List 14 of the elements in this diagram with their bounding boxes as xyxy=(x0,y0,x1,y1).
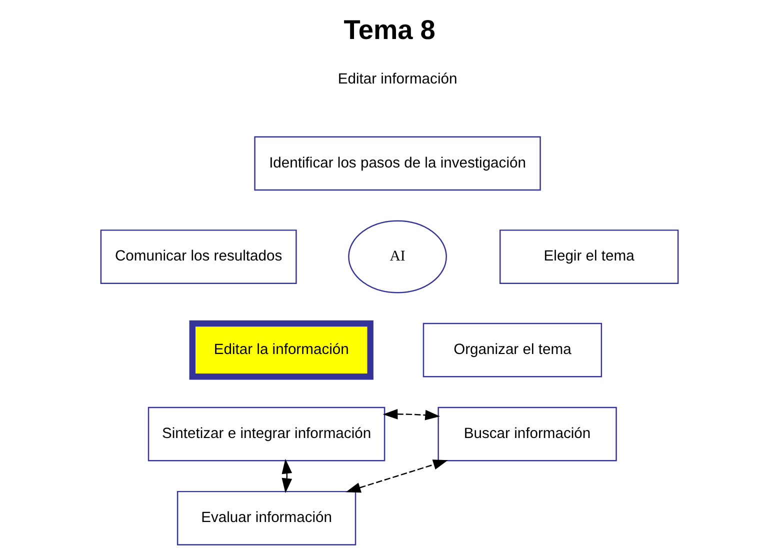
arrow xyxy=(382,408,440,420)
diagram-title: Tema 8 xyxy=(344,14,436,45)
node-box: Sintetizar e integrar información xyxy=(148,406,386,462)
node-box: Buscar información xyxy=(438,406,617,462)
node-box: Comunicar los resultados xyxy=(100,230,297,284)
arrow xyxy=(346,460,448,493)
node-box: Editar la información xyxy=(189,320,374,380)
node-box: Evaluar información xyxy=(176,490,356,546)
node-box: Elegir el tema xyxy=(499,230,679,284)
node-box: Organizar el tema xyxy=(422,322,602,378)
label: Editar información xyxy=(338,71,458,88)
arrow xyxy=(282,458,292,494)
node-ellipse: AI xyxy=(348,220,447,294)
node-box: Identificar los pasos de la investigación xyxy=(254,136,541,191)
